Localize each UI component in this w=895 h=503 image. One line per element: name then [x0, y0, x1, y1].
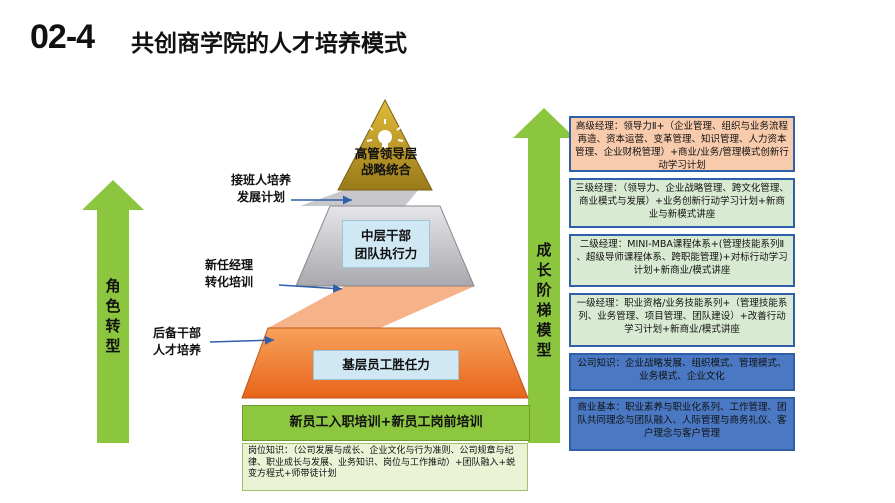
- ladder-box-business-basics: 商业基本：职业素养与职业化系列、工作管理、团队共同理念与团队融入、人际管理与商务…: [569, 397, 795, 451]
- middle-tier-label: 中层干部 团队执行力: [342, 220, 430, 268]
- ladder-box-level1-manager: 一级经理：职业资格/业务技能系列+（管理技能系列、业务管理、项目管理、团队建设）…: [569, 293, 795, 347]
- right-arrow-label: 成长阶梯模型: [536, 241, 552, 359]
- top-tier-label: 高管领导层 战略统合: [354, 146, 418, 177]
- left-arrow-label: 角色转型: [105, 277, 121, 355]
- connector-reserve: [209, 335, 275, 345]
- bottom-tier-label: 基层员工胜任力: [313, 350, 459, 380]
- ribbon-lower: [268, 286, 475, 328]
- base-detail-box: 岗位知识：（公司发展与成长、企业文化与行为准则、公司规章与纪律、职业成长与发展、…: [242, 443, 528, 491]
- left-up-arrow: [82, 180, 144, 443]
- ladder-box-level3-manager: 三级经理：（领导力、企业战略管理、跨文化管理、商业模式与发展）+业务创新行动学习…: [569, 178, 795, 228]
- side-label-new-manager: 新任经理 转化培训: [204, 258, 253, 289]
- side-label-reserve: 后备干部 人才培养: [152, 326, 201, 357]
- ribbon-top: [300, 188, 420, 206]
- side-label-successor: 接班人培养 发展计划: [230, 173, 291, 204]
- right-up-arrow: [513, 108, 575, 443]
- connector-new-manager: [278, 283, 343, 293]
- ladder-box-level2-manager: 二级经理：MINI-MBA课程体系+(管理技能系列Ⅱ 、超级导师课程体系、跨职能…: [569, 234, 795, 287]
- section-number: 02-4: [30, 18, 95, 56]
- page-title: 共创商学院的人才培养模式: [131, 31, 407, 57]
- lightbulb-icon: [366, 119, 404, 148]
- base-banner: 新员工入职培训+新员工岗前培训: [242, 405, 530, 441]
- ladder-box-company-knowledge: 公司知识：企业战略发展、组织模式、管理模式、业务模式、企业文化: [569, 353, 795, 391]
- ladder-box-senior-manager: 高级经理：领导力Ⅱ+（企业管理、组织与业务流程再造、资本运营、变革管理、知识管理…: [569, 116, 795, 172]
